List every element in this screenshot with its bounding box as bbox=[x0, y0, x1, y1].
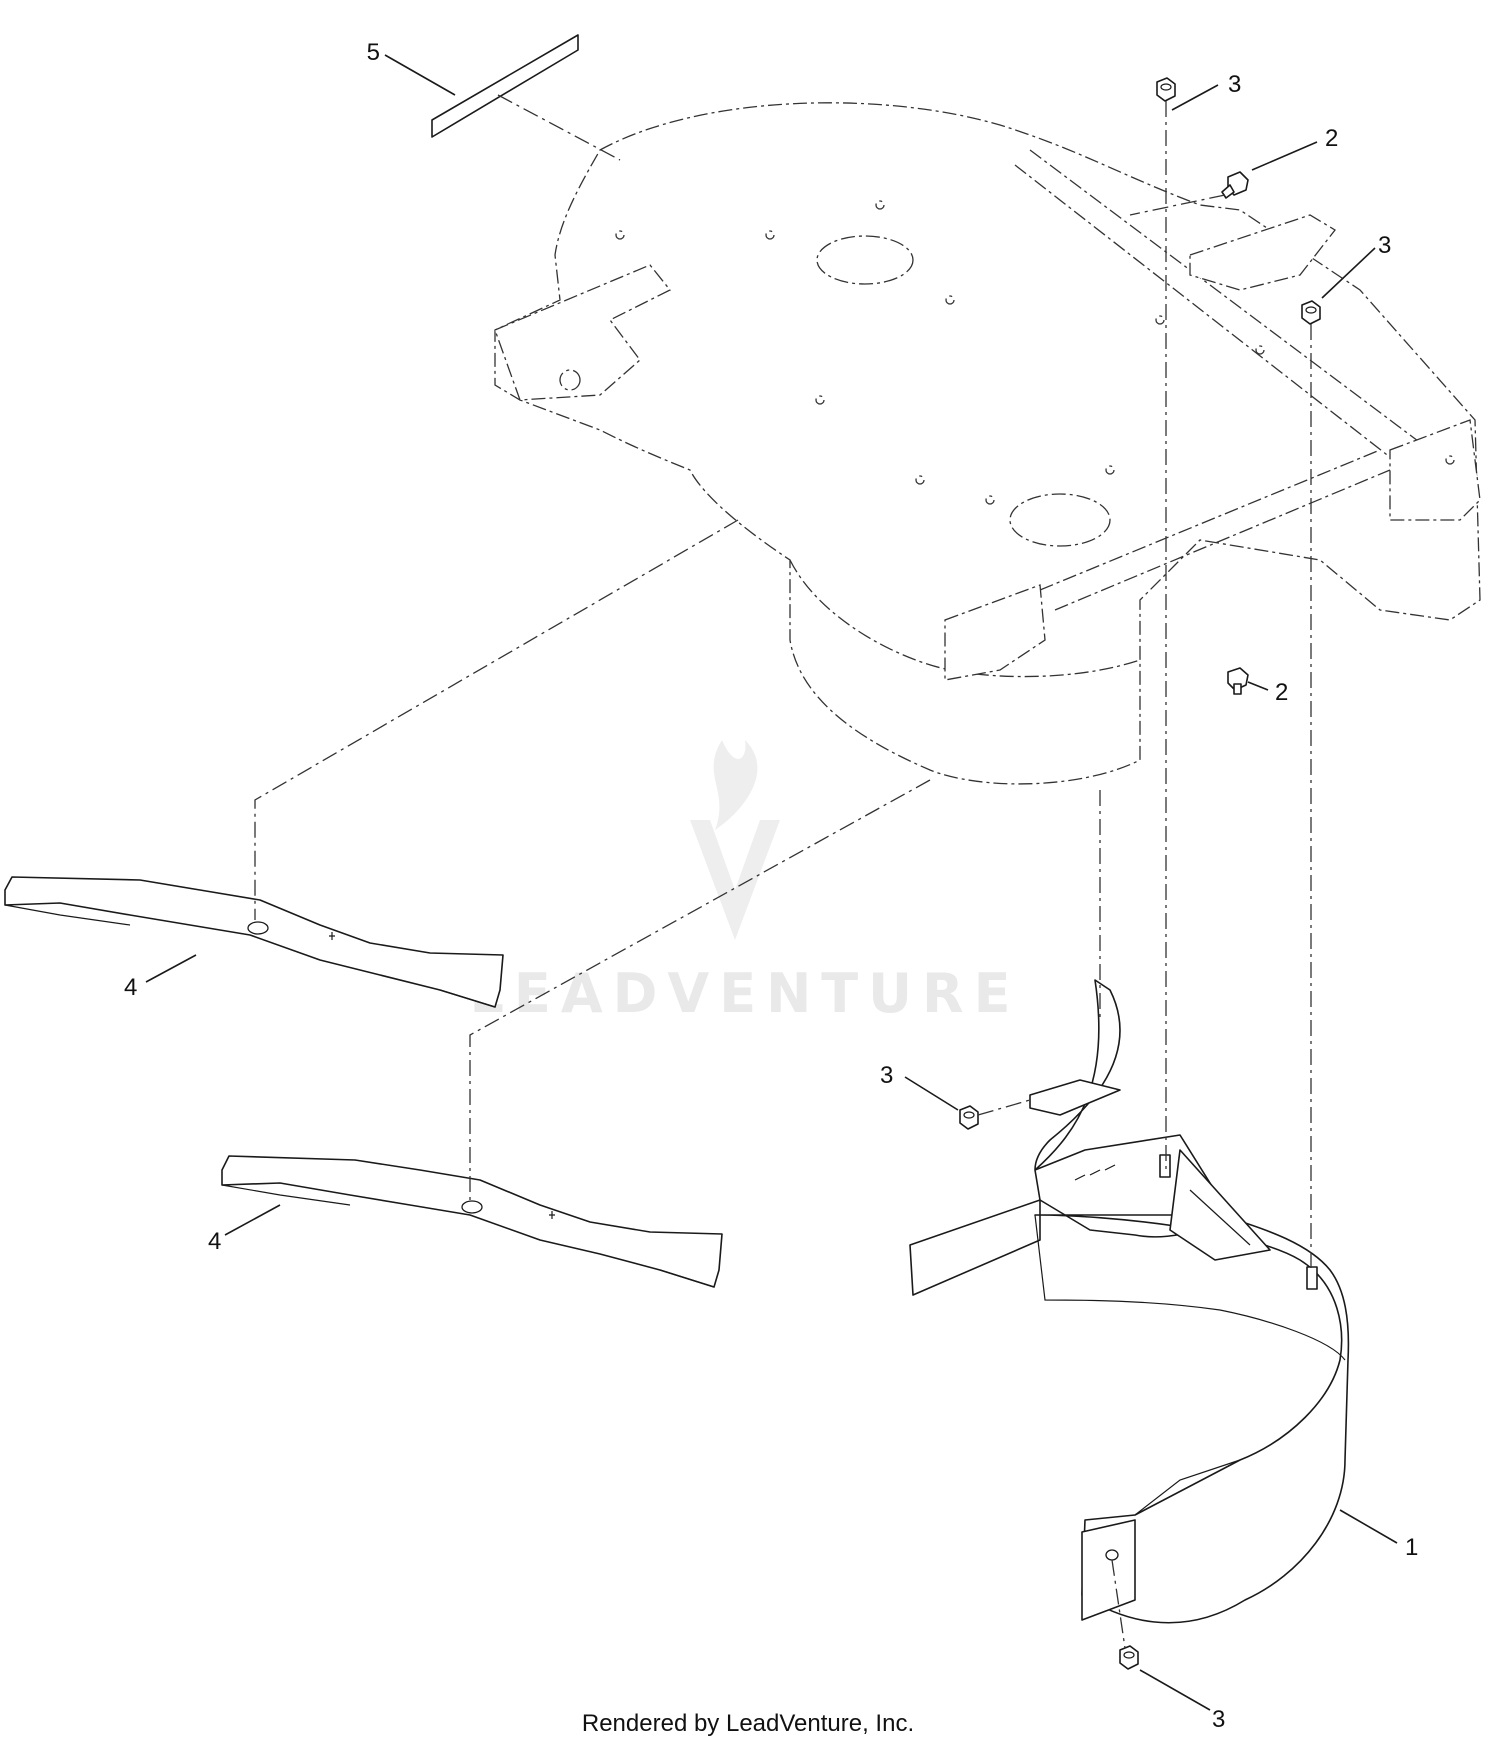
footer-credit: Rendered by LeadVenture, Inc. bbox=[582, 1710, 914, 1737]
hardware-bolt-top bbox=[1221, 171, 1249, 199]
watermark-flame-logo bbox=[690, 740, 780, 940]
leader-lines bbox=[145, 54, 1398, 1711]
hardware-nut-baffle bbox=[959, 1105, 979, 1130]
watermark-text: LEADVENTURE bbox=[470, 962, 1021, 1025]
assembly-lines bbox=[254, 94, 1312, 1649]
callout-3-top: 3 bbox=[1228, 71, 1241, 98]
callout-2-top: 2 bbox=[1325, 125, 1338, 152]
callout-4-upper: 4 bbox=[124, 974, 137, 1001]
part-blade-upper bbox=[4, 876, 504, 1008]
hardware-bolt-lower bbox=[1227, 667, 1249, 695]
callout-3-baffle: 3 bbox=[880, 1062, 893, 1089]
part-blade-lower bbox=[221, 1155, 723, 1288]
callout-3-right: 3 bbox=[1378, 232, 1391, 259]
hardware-nut-right bbox=[1301, 300, 1321, 325]
watermark: LEADVENTURE bbox=[470, 740, 1021, 1025]
callout-4-lower: 4 bbox=[208, 1228, 221, 1255]
hardware-nut-bottom bbox=[1119, 1645, 1139, 1670]
callout-5: 5 bbox=[367, 39, 380, 66]
callout-labels: 5 3 2 3 2 4 3 4 1 3 bbox=[124, 39, 1418, 1733]
deck-housing-phantom bbox=[494, 102, 1481, 785]
callout-1: 1 bbox=[1405, 1534, 1418, 1561]
callout-2-lower: 2 bbox=[1275, 679, 1288, 706]
hardware-nut-top bbox=[1156, 77, 1176, 102]
part-baffle bbox=[909, 979, 1350, 1624]
callout-3-bottom: 3 bbox=[1212, 1706, 1225, 1733]
part-decal bbox=[431, 34, 579, 138]
